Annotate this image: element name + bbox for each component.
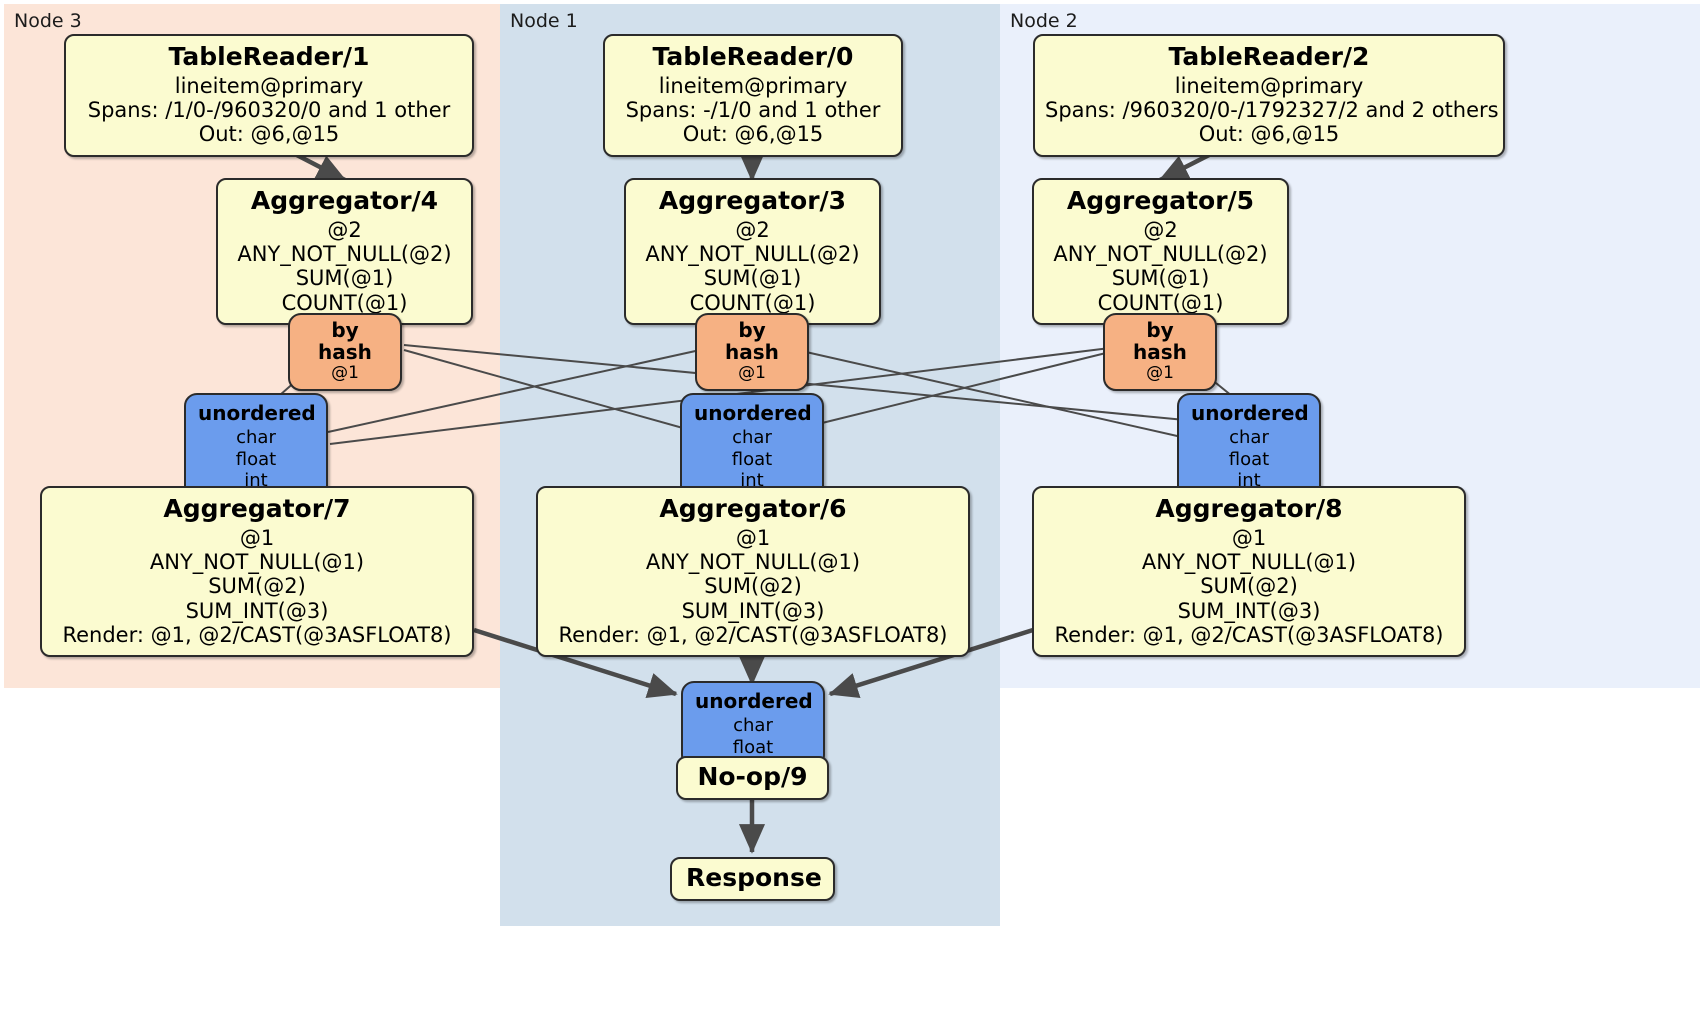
synchronizer-title: unordered bbox=[198, 401, 316, 425]
processor-line: Out: @6,@15 bbox=[198, 122, 340, 147]
synchronizer-title: unordered bbox=[694, 401, 812, 425]
processor-line: Spans: /1/0-/960320/0 and 1 other bbox=[87, 97, 451, 122]
synchronizer-unordered-mid[interactable]: unordered char float int bbox=[680, 393, 824, 502]
processor-line: ANY_NOT_NULL(@2) bbox=[645, 241, 860, 266]
synchronizer-unordered-right[interactable]: unordered char float int bbox=[1177, 393, 1321, 502]
processor-aggregator-7[interactable]: Aggregator/7 @1 ANY_NOT_NULL(@1) SUM(@2)… bbox=[40, 486, 474, 658]
processor-title: Aggregator/4 bbox=[250, 186, 439, 215]
processor-line: SUM_INT(@3) bbox=[681, 598, 825, 623]
processor-aggregator-8[interactable]: Aggregator/8 @1 ANY_NOT_NULL(@1) SUM(@2)… bbox=[1032, 486, 1466, 658]
processor-line: SUM(@1) bbox=[703, 266, 802, 291]
processor-title: Aggregator/5 bbox=[1066, 186, 1255, 215]
processor-line: SUM_INT(@3) bbox=[185, 598, 329, 623]
node-band-label-node1: Node 1 bbox=[510, 10, 578, 32]
processor-line: Render: @1, @2/CAST(@3ASFLOAT8) bbox=[1054, 622, 1444, 647]
synchronizer-line: int bbox=[740, 470, 764, 492]
processor-title: No-op/9 bbox=[697, 762, 808, 791]
router-line: @1 bbox=[1146, 362, 1174, 383]
processor-line: @2 bbox=[327, 217, 362, 242]
router-line: @1 bbox=[738, 362, 766, 383]
synchronizer-line: char bbox=[1229, 427, 1269, 448]
processor-aggregator-5[interactable]: Aggregator/5 @2 ANY_NOT_NULL(@2) SUM(@1)… bbox=[1032, 178, 1289, 325]
synchronizer-line: int bbox=[244, 470, 268, 492]
processor-title: TableReader/2 bbox=[1168, 42, 1370, 71]
processor-title: TableReader/0 bbox=[652, 42, 854, 71]
synchronizer-unordered-left[interactable]: unordered char float int bbox=[184, 393, 328, 502]
processor-aggregator-3[interactable]: Aggregator/3 @2 ANY_NOT_NULL(@2) SUM(@1)… bbox=[624, 178, 881, 325]
processor-title: TableReader/1 bbox=[168, 42, 370, 71]
processor-line: ANY_NOT_NULL(@1) bbox=[149, 549, 365, 574]
processor-aggregator-4[interactable]: Aggregator/4 @2 ANY_NOT_NULL(@2) SUM(@1)… bbox=[216, 178, 473, 325]
processor-line: lineitem@primary bbox=[1174, 73, 1364, 98]
processor-line: Out: @6,@15 bbox=[682, 122, 824, 147]
processor-aggregator-6[interactable]: Aggregator/6 @1 ANY_NOT_NULL(@1) SUM(@2)… bbox=[536, 486, 970, 658]
processor-line: ANY_NOT_NULL(@2) bbox=[1053, 241, 1268, 266]
processor-line: @1 bbox=[735, 525, 771, 550]
synchronizer-title: unordered bbox=[695, 689, 813, 713]
processor-line: @2 bbox=[735, 217, 770, 242]
node-band-label-node3: Node 3 bbox=[14, 10, 82, 32]
processor-response[interactable]: Response bbox=[670, 857, 835, 901]
synchronizer-unordered-final[interactable]: unordered char float bbox=[681, 681, 825, 769]
processor-title: Aggregator/7 bbox=[163, 494, 351, 523]
processor-line: Render: @1, @2/CAST(@3ASFLOAT8) bbox=[62, 622, 452, 647]
processor-table-reader-2[interactable]: TableReader/2 lineitem@primary Spans: /9… bbox=[1033, 34, 1505, 157]
processor-line: @1 bbox=[1231, 525, 1267, 550]
processor-no-op-9[interactable]: No-op/9 bbox=[676, 756, 829, 800]
processor-line: SUM(@2) bbox=[1200, 574, 1298, 599]
processor-title: Aggregator/6 bbox=[659, 494, 847, 523]
processor-table-reader-1[interactable]: TableReader/1 lineitem@primary Spans: /1… bbox=[64, 34, 474, 157]
processor-line: lineitem@primary bbox=[658, 73, 848, 98]
processor-line: COUNT(@1) bbox=[1097, 290, 1224, 315]
processor-line: ANY_NOT_NULL(@1) bbox=[645, 549, 861, 574]
node-band-label-node2: Node 2 bbox=[1010, 10, 1078, 32]
processor-line: COUNT(@1) bbox=[281, 290, 408, 315]
synchronizer-line: char bbox=[236, 427, 276, 448]
processor-line: ANY_NOT_NULL(@2) bbox=[237, 241, 452, 266]
synchronizer-line: char bbox=[733, 715, 773, 736]
router-title: by hash bbox=[725, 318, 779, 365]
processor-title: Aggregator/8 bbox=[1155, 494, 1343, 523]
synchronizer-line: float bbox=[1228, 448, 1270, 470]
processor-line: SUM(@1) bbox=[295, 266, 394, 291]
synchronizer-line: char bbox=[732, 427, 772, 448]
processor-line: Spans: -/1/0 and 1 other bbox=[625, 97, 881, 122]
synchronizer-line: float bbox=[732, 736, 774, 758]
processor-line: lineitem@primary bbox=[174, 73, 364, 98]
processor-line: Spans: /960320/0-/1792327/2 and 2 others bbox=[1045, 97, 1499, 122]
router-title: by hash bbox=[1133, 318, 1187, 365]
processor-line: @2 bbox=[1143, 217, 1178, 242]
synchronizer-line: int bbox=[1237, 470, 1261, 492]
processor-line: COUNT(@1) bbox=[689, 290, 816, 315]
processor-line: SUM(@1) bbox=[1111, 266, 1210, 291]
router-title: by hash bbox=[318, 318, 372, 365]
synchronizer-title: unordered bbox=[1191, 401, 1309, 425]
synchronizer-line: float bbox=[731, 448, 773, 470]
processor-line: ANY_NOT_NULL(@1) bbox=[1141, 549, 1357, 574]
router-by-hash-mid[interactable]: by hash @1 bbox=[695, 313, 809, 391]
synchronizer-line: float bbox=[235, 448, 277, 470]
router-line: @1 bbox=[331, 362, 359, 383]
processor-line: Out: @6,@15 bbox=[1198, 122, 1340, 147]
processor-line: SUM(@2) bbox=[208, 574, 306, 599]
processor-table-reader-0[interactable]: TableReader/0 lineitem@primary Spans: -/… bbox=[603, 34, 903, 157]
processor-title: Aggregator/3 bbox=[658, 186, 847, 215]
processor-line: SUM(@2) bbox=[704, 574, 802, 599]
processor-line: SUM_INT(@3) bbox=[1177, 598, 1321, 623]
processor-line: Render: @1, @2/CAST(@3ASFLOAT8) bbox=[558, 622, 948, 647]
processor-line: @1 bbox=[239, 525, 275, 550]
processor-title: Response bbox=[686, 863, 822, 892]
router-by-hash-right[interactable]: by hash @1 bbox=[1103, 313, 1217, 391]
router-by-hash-left[interactable]: by hash @1 bbox=[288, 313, 402, 391]
